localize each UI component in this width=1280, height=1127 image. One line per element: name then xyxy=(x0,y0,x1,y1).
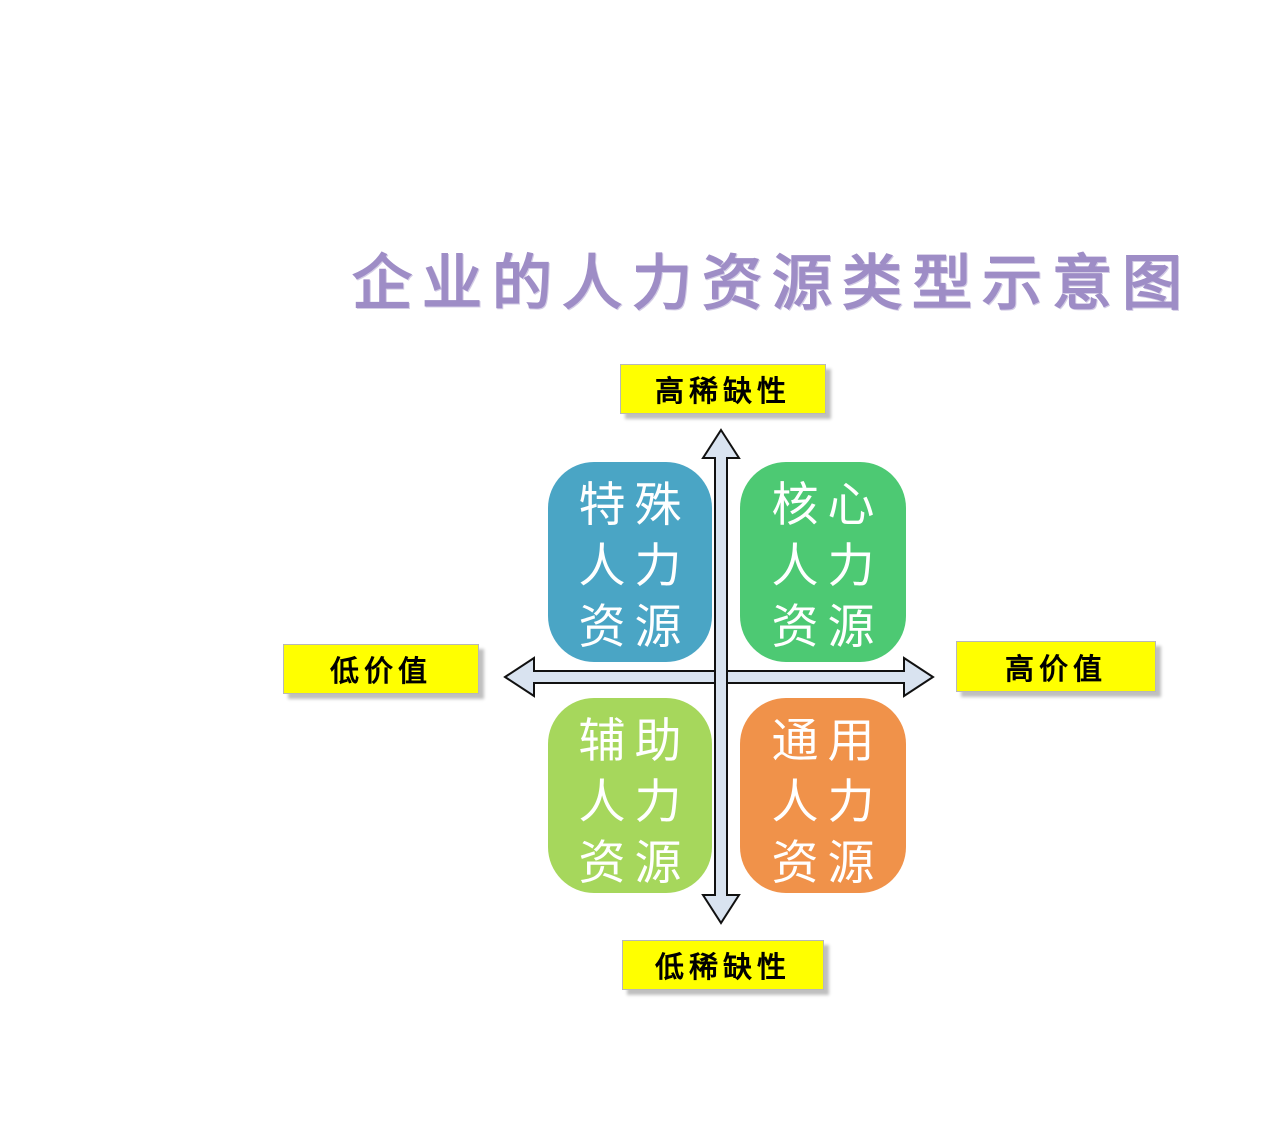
quadrant-line: 资源 xyxy=(771,838,884,890)
diagram-title: 企业的人力资源类型示意图 xyxy=(352,251,1192,317)
quadrant-line: 人力 xyxy=(578,541,691,593)
quadrant-line: 通用 xyxy=(771,716,884,768)
quadrant-line: 特殊 xyxy=(578,480,691,532)
quadrant-general-hr: 通用 人力 资源 xyxy=(740,698,906,893)
axis-label-low-value: 低价值 xyxy=(283,644,479,694)
quadrant-line: 资源 xyxy=(578,838,691,890)
quadrant-line: 人力 xyxy=(771,541,884,593)
horizontal-axis-arrow xyxy=(503,656,935,698)
quadrant-line: 人力 xyxy=(578,777,691,829)
axis-label-low-scarcity: 低稀缺性 xyxy=(622,940,824,990)
quadrant-line: 人力 xyxy=(771,777,884,829)
axis-label-high-scarcity: 高稀缺性 xyxy=(620,364,826,414)
quadrant-core-hr: 核心 人力 资源 xyxy=(740,462,906,662)
quadrant-special-hr: 特殊 人力 资源 xyxy=(548,462,712,662)
quadrant-line: 核心 xyxy=(771,480,884,532)
axis-label-high-value: 高价值 xyxy=(956,641,1156,692)
quadrant-line: 资源 xyxy=(578,602,691,654)
quadrant-auxiliary-hr: 辅助 人力 资源 xyxy=(548,698,712,893)
quadrant-line: 辅助 xyxy=(578,716,691,768)
quadrant-line: 资源 xyxy=(771,602,884,654)
